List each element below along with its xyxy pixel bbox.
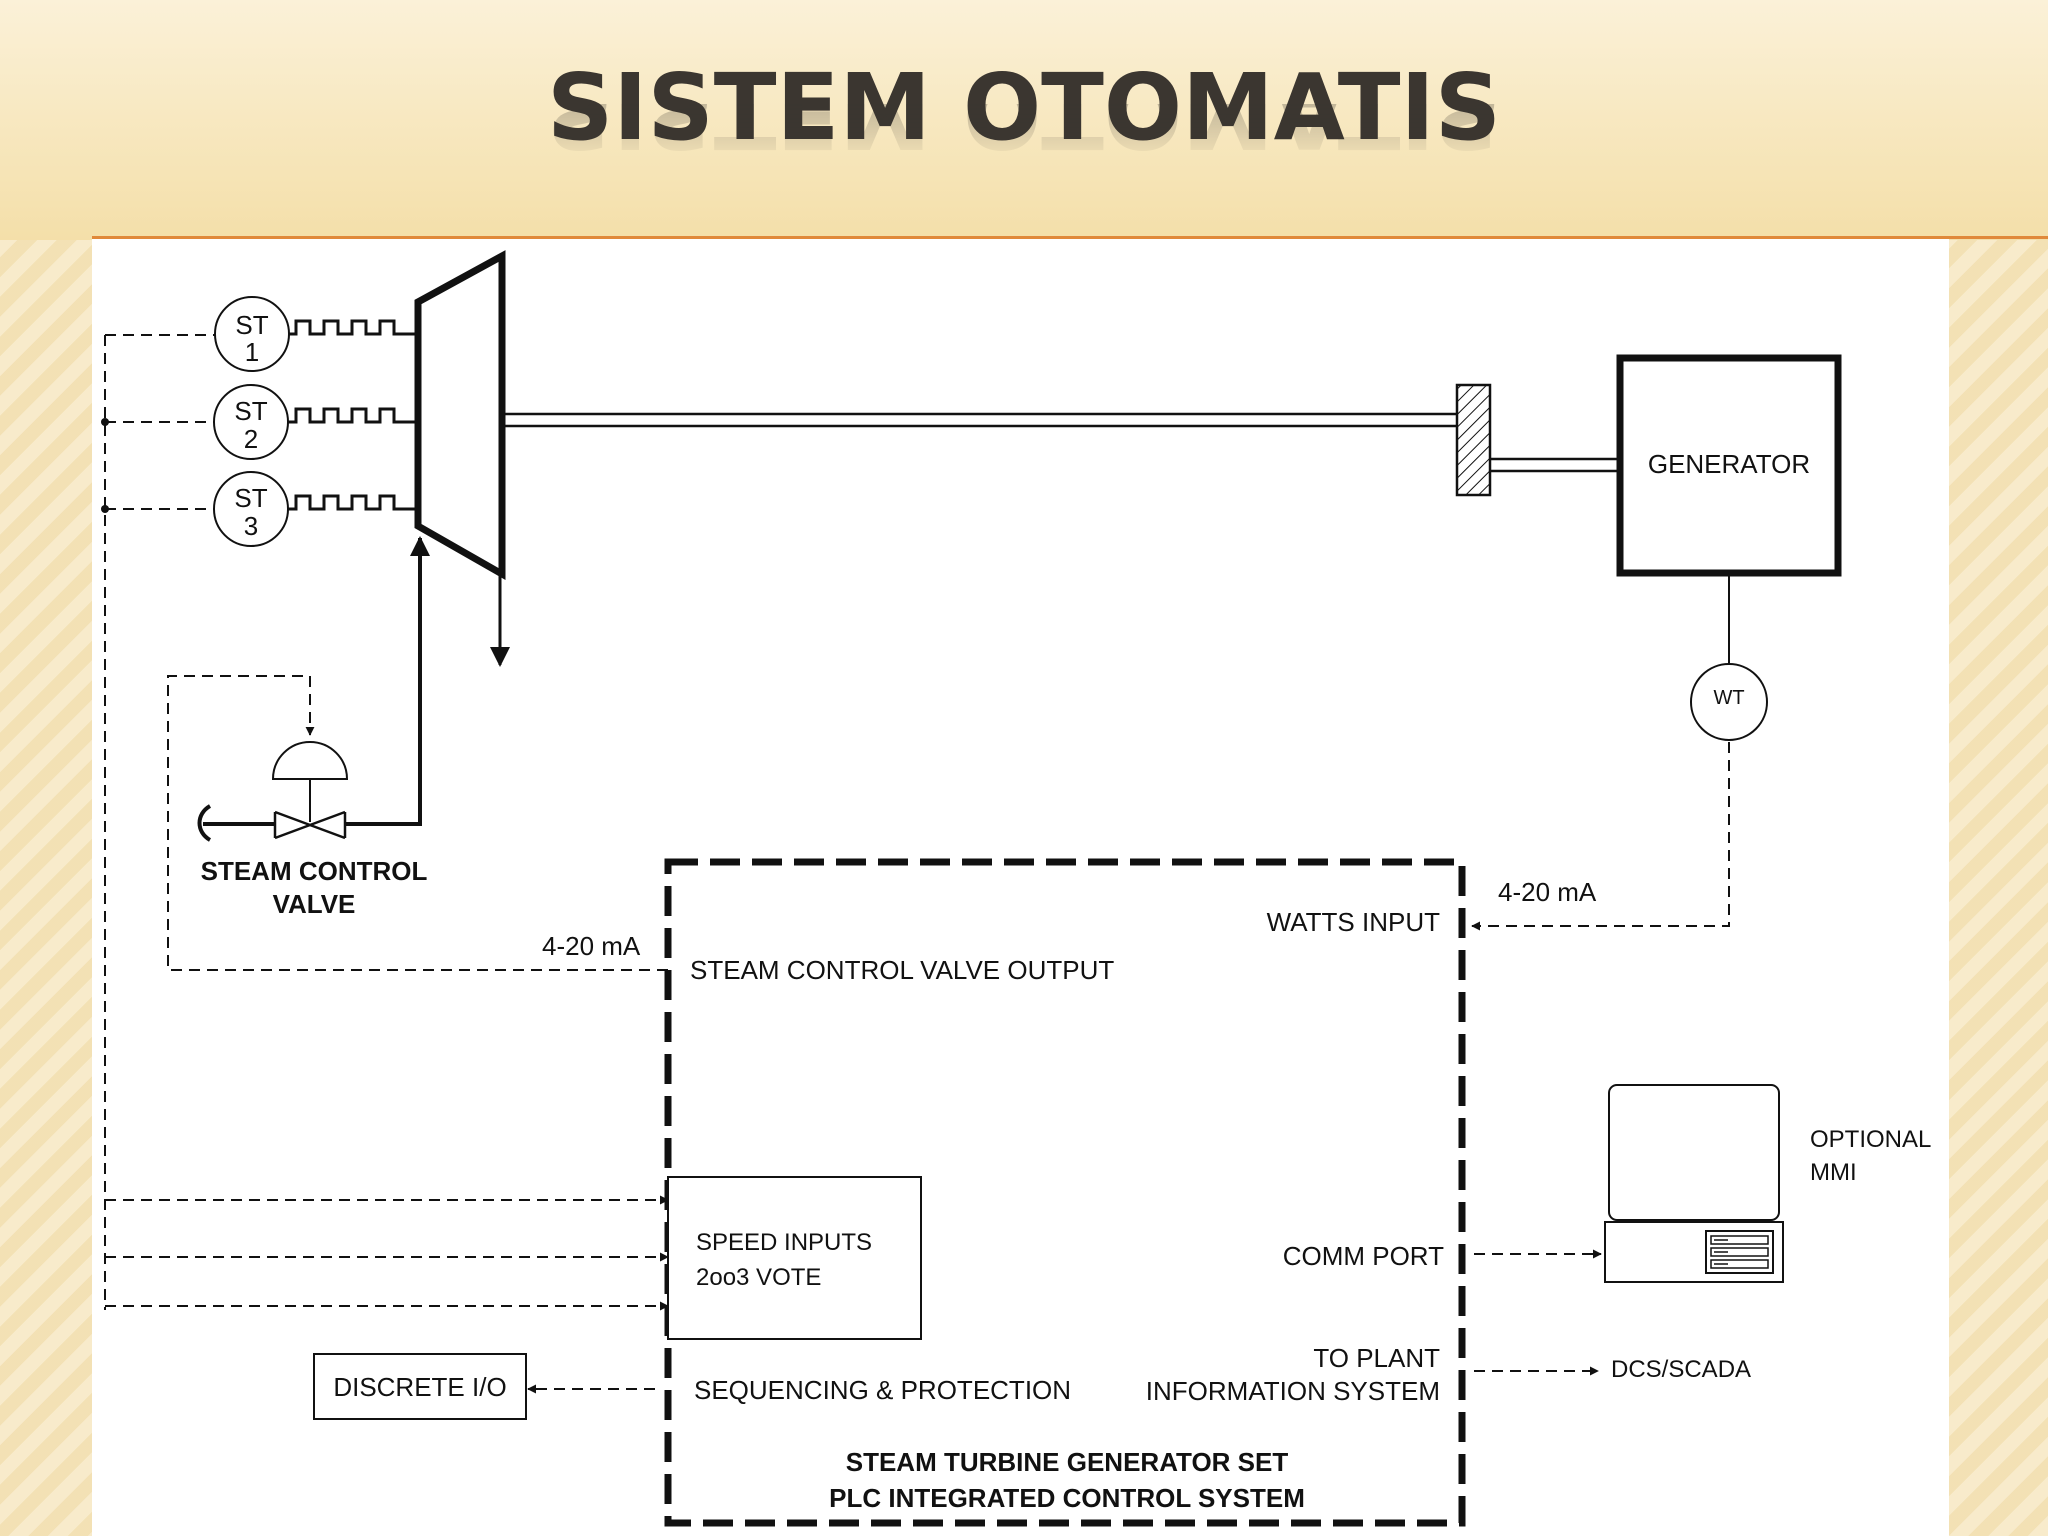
slide-title: SISTEM OTOMATIS	[547, 54, 1501, 161]
optional-mmi-label-line1: OPTIONAL	[1810, 1126, 1931, 1153]
plant-info-label-line2: INFORMATION SYSTEM	[1146, 1376, 1440, 1406]
steam-valve-label-line1: STEAM CONTROL	[201, 856, 428, 886]
watts-input-label: WATTS INPUT	[1267, 907, 1440, 937]
shaft-coupling	[1455, 383, 1492, 497]
gear-pulse-lines	[288, 319, 418, 511]
valve-output-label: STEAM CONTROL VALVE OUTPUT	[690, 955, 1114, 985]
speed-sensor-st3: ST 3	[213, 471, 289, 547]
speed-signal-bus	[104, 334, 669, 1311]
speed-inputs-label: SPEED INPUTS	[696, 1229, 872, 1256]
watt-transducer	[1690, 663, 1768, 741]
system-name-line2: PLC INTEGRATED CONTROL SYSTEM	[829, 1483, 1305, 1513]
valve-signal-label: 4-20 mA	[542, 931, 641, 961]
wt-label: WT	[1713, 687, 1744, 709]
speed-sensor-st2: ST 2	[213, 384, 289, 460]
title-container: SISTEM OTOMATIS	[0, 58, 2048, 158]
discrete-io-box	[313, 1353, 527, 1420]
steam-valve-label-line2: VALVE	[273, 889, 356, 919]
valve-signal-line	[167, 675, 668, 971]
steam-line-to-turbine	[345, 536, 430, 826]
mmi-computer-icon	[1604, 1084, 1784, 1283]
watts-signal-line	[1471, 742, 1730, 931]
system-name-line1: STEAM TURBINE GENERATOR SET	[846, 1447, 1289, 1477]
sensor-label-number: 2	[244, 424, 258, 454]
sensor-label-number: 1	[245, 337, 259, 367]
discrete-io-label: DISCRETE I/O	[333, 1372, 506, 1402]
bus-junction-dot	[101, 418, 109, 426]
voting-label: 2oo3 VOTE	[696, 1264, 821, 1291]
speed-sensor-st1: ST 1	[214, 296, 290, 372]
generator-label: GENERATOR	[1648, 449, 1810, 479]
sensor-label-top: ST	[235, 310, 268, 340]
sequencing-label: SEQUENCING & PROTECTION	[694, 1375, 1071, 1405]
generator-shaft	[1490, 457, 1620, 473]
valve-actuator	[271, 741, 349, 780]
generator-box	[1616, 354, 1842, 577]
watts-signal-label: 4-20 mA	[1498, 877, 1597, 907]
title-band	[0, 0, 2048, 240]
turbine-shaft	[504, 412, 1457, 428]
bus-junction-dot	[101, 505, 109, 513]
steam-supply-pipe	[197, 804, 275, 842]
speed-inputs-box	[667, 1176, 922, 1340]
steam-turbine	[414, 250, 506, 581]
comm-port-label: COMM PORT	[1283, 1241, 1444, 1271]
accent-line	[92, 236, 2048, 239]
plant-info-label-line1: TO PLANT	[1313, 1343, 1440, 1373]
dcs-scada-label: DCS/SCADA	[1611, 1356, 1751, 1383]
optional-mmi-label-line2: MMI	[1810, 1159, 1857, 1186]
sensor-label-number: 3	[244, 511, 258, 541]
sensor-label-top: ST	[234, 396, 267, 426]
sensor-label-top: ST	[234, 483, 267, 513]
